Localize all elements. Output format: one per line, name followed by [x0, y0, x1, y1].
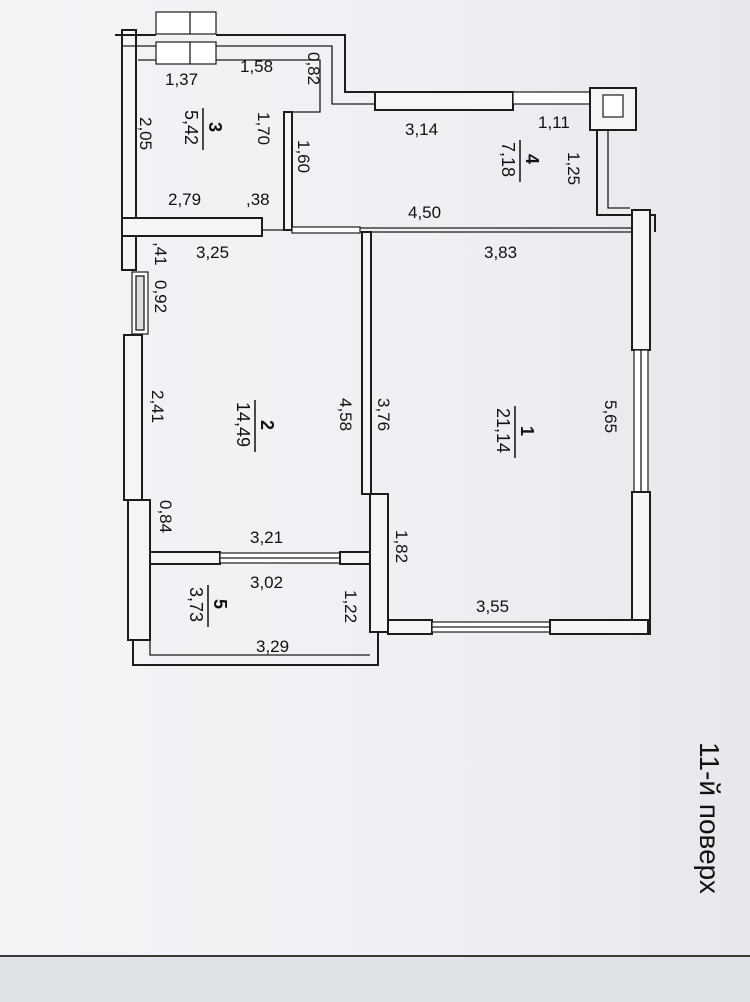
- wall-left-bottom-line: [132, 632, 379, 666]
- dim-1-70: 1,70: [254, 112, 273, 145]
- dim-0-41: ,41: [151, 242, 170, 266]
- wall-room2-bottom-left: [149, 551, 221, 565]
- wall-room3-bottom: [121, 217, 263, 237]
- dim-0-92: 0,92: [151, 280, 170, 313]
- dim-0-84: 0,84: [156, 500, 175, 533]
- window-left-frame: [135, 275, 145, 331]
- floor-label: 11-й поверх: [694, 742, 725, 894]
- dim-1-82: 1,82: [392, 530, 411, 563]
- wall-bottom-room1-right: [549, 619, 649, 635]
- wall-partition-2-1: [361, 231, 372, 495]
- wall-left-middle: [123, 334, 143, 501]
- wall-right-upper: [631, 209, 651, 351]
- dim-3-21: 3,21: [250, 528, 283, 547]
- wall-left-upper: [121, 29, 137, 271]
- wall-right-room4: [596, 130, 656, 232]
- room-1-number: 1: [517, 426, 537, 436]
- wall-partition-2-1-lower: [369, 493, 389, 633]
- vent-block-2: [155, 41, 217, 65]
- room-5-label: 5 3,73: [186, 585, 230, 627]
- room-1-label: 1 21,14: [493, 406, 537, 458]
- dim-5-65: 5,65: [601, 400, 620, 433]
- room-2-number: 2: [257, 420, 277, 430]
- dim-2-79: 2,79: [168, 190, 201, 209]
- wall-right-lower: [631, 491, 651, 635]
- room-4-number: 4: [522, 154, 542, 164]
- dim-3-55: 3,55: [476, 597, 509, 616]
- dim-4-58: 4,58: [336, 398, 355, 431]
- dim-1-58: 1,58: [240, 57, 273, 76]
- dim-1-25: 1,25: [564, 152, 583, 185]
- dim-3-02: 3,02: [250, 573, 283, 592]
- dim-0-38: ,38: [246, 190, 270, 209]
- wall-top-room3: [115, 34, 375, 93]
- dim-2-05: 2,05: [136, 117, 155, 150]
- dim-3-14: 3,14: [405, 120, 438, 139]
- sheet-bottom-edge: [0, 955, 750, 1002]
- door-room2: [291, 226, 361, 234]
- vent-block-1: [155, 11, 217, 35]
- dim-4-50: 4,50: [408, 203, 441, 222]
- wall-top-room3-inner2: [138, 59, 321, 113]
- room-3-label: 3 5,42: [181, 108, 225, 150]
- dim-1-22: 1,22: [341, 590, 360, 623]
- wall-partition-3-4: [283, 111, 293, 231]
- room-3-area: 5,42: [181, 110, 201, 145]
- dim-1-11: 1,11: [538, 113, 570, 132]
- dim-1-60: 1,60: [294, 140, 313, 173]
- wall-top-room4: [374, 91, 514, 111]
- room-5-area: 3,73: [186, 587, 206, 622]
- window-room4: [512, 91, 596, 105]
- wall-bottom-room1-left: [387, 619, 433, 635]
- dim-3-76: 3,76: [374, 398, 393, 431]
- dim-2-41: 2,41: [148, 390, 167, 423]
- wall-left-lower: [127, 499, 151, 641]
- dim-3-29: 3,29: [256, 637, 289, 656]
- room-2-label: 2 14,49: [233, 400, 277, 452]
- room-4-label: 4 7,18: [498, 140, 542, 182]
- dim-0-82: 0,82: [304, 52, 323, 85]
- shaft-inner: [602, 94, 624, 118]
- room-1-area: 21,14: [493, 408, 513, 453]
- wall-top-room3-inner: [122, 45, 375, 105]
- wall-right-room4-inner: [607, 130, 630, 209]
- room-3-number: 3: [205, 122, 225, 132]
- dim-1-37: 1,37: [165, 70, 198, 89]
- room-2-area: 14,49: [233, 402, 253, 447]
- room-4-area: 7,18: [498, 142, 518, 177]
- wall-room2-bottom-right: [339, 551, 371, 565]
- wall-left-bottom-inner: [149, 640, 370, 656]
- dim-3-83: 3,83: [484, 243, 517, 262]
- room-5-number: 5: [210, 599, 230, 609]
- dim-3-25: 3,25: [196, 243, 229, 262]
